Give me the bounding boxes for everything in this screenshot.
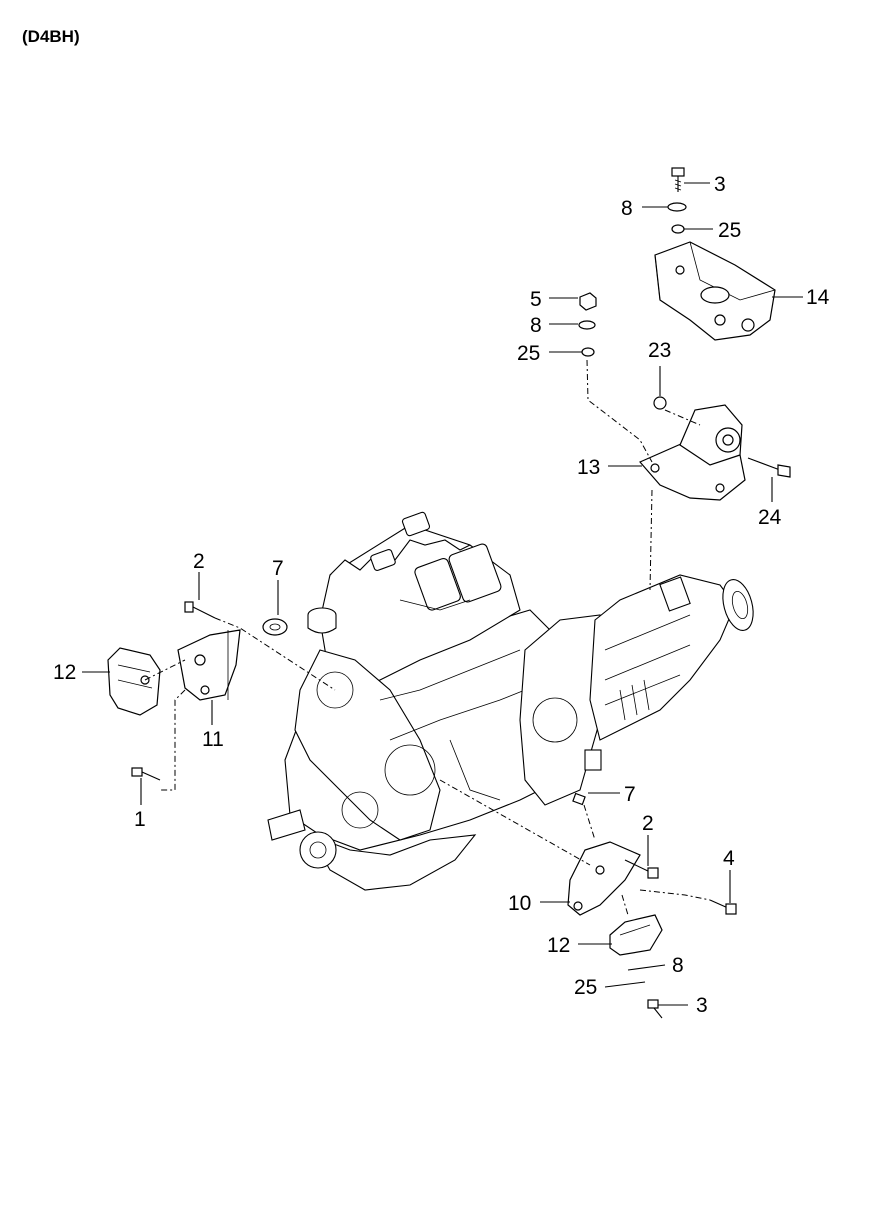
part-2-bolt-lower	[624, 859, 659, 879]
part-8-washer-top	[667, 202, 687, 212]
callout-1: 1	[134, 808, 146, 831]
engine-assembly	[267, 511, 754, 891]
diagram-title: (D4BH)	[22, 27, 80, 46]
callout-25-top: 25	[718, 219, 741, 242]
part-25-washer-top	[671, 224, 685, 234]
callout-11: 11	[202, 728, 224, 751]
part-7-bushing-left	[262, 618, 288, 636]
callout-3-lower: 3	[696, 994, 708, 1017]
callout-5: 5	[530, 288, 542, 311]
part-3-bolt-lower	[647, 999, 663, 1019]
callout-10: 10	[508, 892, 531, 915]
part-5-nut	[579, 292, 597, 311]
part-12-insulator-lower	[609, 914, 663, 956]
part-1-bolt	[131, 767, 161, 781]
callout-leaders	[82, 182, 803, 1006]
callout-7-left: 7	[272, 557, 284, 580]
callout-14: 14	[806, 286, 830, 309]
callout-labels: 3 8 25 14 5 8 25 23 13 24 2 7 12 11 1 7 …	[53, 173, 830, 1017]
callout-24: 24	[758, 506, 782, 529]
callout-7-lower: 7	[624, 783, 636, 806]
part-23-nut	[653, 396, 667, 410]
part-8-washer-mid	[578, 320, 596, 330]
part-3-bolt-top	[671, 167, 685, 192]
callout-23: 23	[648, 339, 671, 362]
callout-4: 4	[723, 847, 735, 870]
part-4-bolt	[709, 899, 737, 915]
callout-8-lower: 8	[672, 954, 684, 977]
part-2-bolt-left	[184, 601, 216, 619]
callout-12-lower: 12	[547, 934, 570, 957]
callout-8-top: 8	[621, 197, 633, 220]
callout-12-left: 12	[53, 661, 76, 684]
part-7-bushing-lower	[572, 792, 586, 806]
callout-25-lower: 25	[574, 976, 597, 999]
callout-25-mid: 25	[517, 342, 540, 365]
part-25-washer-mid	[581, 347, 595, 357]
callout-2-lower: 2	[642, 812, 654, 835]
callout-8-mid: 8	[530, 314, 542, 337]
part-12-insulator-left	[107, 647, 161, 716]
part-13-mount-insulator	[639, 404, 746, 501]
assembly-lines	[144, 359, 711, 916]
callout-3-top: 3	[714, 173, 726, 196]
part-14-mount-bracket	[654, 241, 776, 341]
callout-13: 13	[577, 456, 600, 479]
part-10-bracket-lower	[567, 841, 641, 916]
part-11-bracket-left	[177, 629, 241, 701]
callout-2-left: 2	[193, 550, 205, 573]
part-24-bolt	[747, 457, 791, 478]
